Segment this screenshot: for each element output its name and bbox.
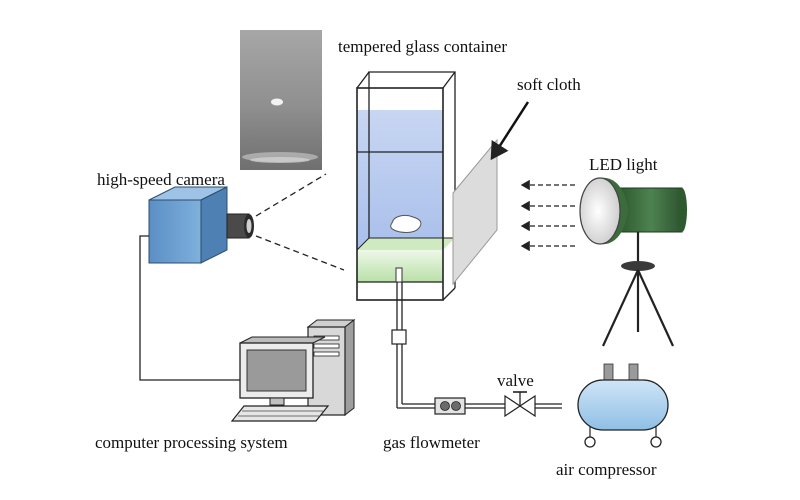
gas-flowmeter-icon [434, 397, 466, 415]
tripod-icon [602, 261, 674, 347]
camera-view-lines [255, 173, 345, 271]
pipe-connector [391, 329, 407, 345]
label-tempered-glass-container: tempered glass container [338, 37, 507, 56]
label-air-compressor: air compressor [556, 460, 657, 479]
label-gas-flowmeter: gas flowmeter [383, 433, 480, 452]
air-compressor-icon [577, 363, 669, 448]
gas-pipe [396, 282, 562, 409]
high-speed-camera-icon [148, 186, 254, 264]
label-computer-processing-system: computer processing system [95, 433, 288, 452]
label-valve: valve [497, 371, 534, 390]
keyboard-icon [230, 405, 330, 422]
computer-monitor-icon [239, 336, 326, 406]
bubble-shape [390, 214, 422, 233]
cloth-pointer-arrow [490, 101, 530, 161]
led-lamp-icon [579, 177, 687, 262]
soft-cloth [452, 138, 498, 286]
photo-inset [240, 30, 322, 170]
led-lens [579, 177, 621, 245]
camera-computer-cable [139, 235, 240, 381]
computer-tower-icon [306, 318, 356, 417]
label-high-speed-camera: high-speed camera [97, 170, 225, 189]
label-led-light: LED light [589, 155, 658, 174]
light-arrows [520, 179, 575, 252]
label-soft-cloth: soft cloth [517, 75, 581, 94]
valve-icon [504, 391, 536, 418]
tempered-glass-container [356, 71, 456, 301]
